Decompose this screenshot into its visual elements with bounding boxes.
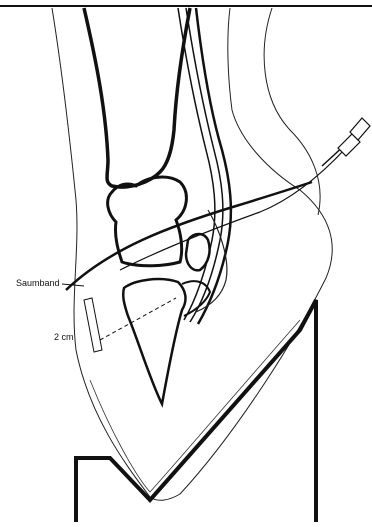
hoof-block — [76, 300, 316, 522]
hoof-sole-line — [90, 320, 300, 492]
coffin-bone — [123, 279, 185, 404]
tendon-line-3 — [196, 8, 231, 324]
tendon-line-2 — [186, 8, 223, 322]
skin-outline-front — [52, 8, 332, 500]
distance-label: 2 cm — [54, 332, 74, 342]
coronary-arc — [66, 182, 312, 290]
coronary-band-label: Saumband — [16, 278, 60, 288]
needle-path — [120, 148, 346, 270]
pastern-bone — [84, 8, 190, 187]
skin-outline-back — [264, 8, 320, 215]
dashed-reference-line — [100, 298, 176, 340]
distance-bracket — [84, 298, 102, 352]
